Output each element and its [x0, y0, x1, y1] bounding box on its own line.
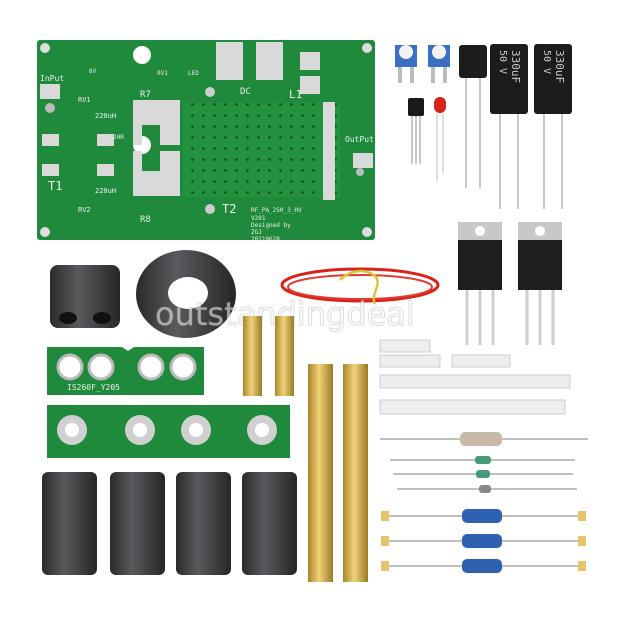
label-r8: R8 — [140, 215, 151, 225]
toroid-ferrite-core — [136, 250, 236, 338]
label-rv1: RV1 — [78, 96, 91, 104]
capacitor-330uf-2: 330uF 50 V — [534, 44, 572, 209]
label-l1: L1 — [289, 88, 302, 101]
ferrite-sleeves — [42, 472, 297, 575]
label-dc: DC — [240, 87, 251, 97]
label-20r: 20R — [113, 134, 124, 141]
small-pcb-washers — [47, 405, 290, 458]
capacitor-330uf-1: 330uF 50 V — [490, 44, 528, 209]
red-led — [434, 97, 446, 181]
label-input: InPut — [40, 74, 64, 83]
label-output: OutPut — [345, 135, 374, 144]
label-version: V201 — [251, 215, 266, 222]
label-led: LED — [188, 70, 199, 77]
trimmer-potentiometers — [395, 45, 450, 83]
small-pcb-four-holes: IS260F_Y205 — [47, 347, 204, 395]
brass-tubes — [243, 316, 368, 582]
label-t1: T1 — [48, 179, 62, 193]
small-pcb-label: IS260F_Y205 — [67, 383, 120, 392]
capacitor-value: 330uF — [553, 50, 566, 83]
label-r7: R7 — [140, 90, 151, 100]
mosfet-to247-1 — [458, 222, 502, 345]
label-board-name: RF_PA_250_3_HV — [251, 207, 302, 214]
label-9v1: 9V1 — [157, 70, 168, 77]
label-inductor-top: 220uH — [95, 112, 116, 120]
wire-bundle — [280, 267, 440, 305]
label-designed-by: Designed by — [251, 222, 291, 229]
mosfet-to247-2 — [518, 222, 562, 345]
small-electrolytic-capacitor — [459, 45, 487, 188]
label-6v: 6V — [89, 68, 97, 75]
capacitor-voltage: 50 V — [497, 50, 508, 74]
label-date: 20210628 — [251, 236, 280, 243]
main-pcb: InPut OutPut R7 R8 T1 T2 L1 RV1 RV2 220u… — [37, 40, 375, 243]
axial-resistors — [380, 432, 588, 573]
smd-component-strips — [379, 339, 571, 415]
transistor-to92 — [408, 98, 424, 164]
label-designer: ZGJ — [251, 229, 262, 236]
capacitor-voltage: 50 V — [541, 50, 552, 74]
label-t2: T2 — [222, 202, 236, 216]
binocular-ferrite-core — [50, 265, 120, 328]
label-inductor-bottom: 220uH — [95, 187, 116, 195]
label-rv2: RV2 — [78, 206, 91, 214]
capacitor-value: 330uF — [509, 50, 522, 83]
